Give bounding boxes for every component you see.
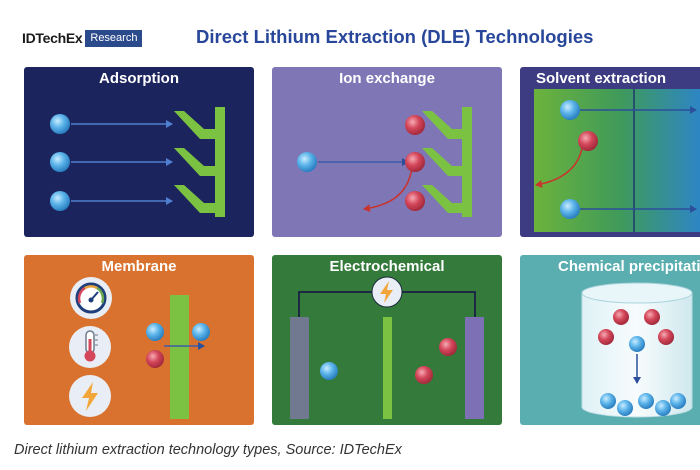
membrane [170,295,189,419]
reject-arrow [535,147,583,188]
electrode-left [290,317,309,419]
lithium-ion [560,100,580,120]
panel-label: Solvent extraction [536,70,667,87]
panel-label: Electrochemical [329,258,445,275]
panel-electrochemical: Electrochemical [272,255,502,425]
other-ion [578,131,598,151]
panel-ion-exchange: Ion exchange [272,67,502,237]
other-ion [405,152,425,172]
other-ion [405,115,425,135]
membrane-diagram [69,277,210,419]
other-ion [658,329,674,345]
lithium-ion [50,114,70,134]
other-ion [598,329,614,345]
precipitation-diagram [581,282,693,418]
precipitate [600,393,616,409]
lithium-ion [50,191,70,211]
lightning-bolt-icon [69,375,111,417]
panel-label: Membrane [101,258,177,275]
precipitate [617,400,633,416]
lithium-ion [146,323,164,341]
pressure-gauge-icon [70,277,112,319]
ion-exchange-diagram [297,107,472,217]
panel-solvent-extraction: Solvent extraction [520,67,700,237]
other-ion [644,309,660,325]
precipitate [670,393,686,409]
other-ion [613,309,629,325]
thermometer-icon [69,326,111,368]
other-ion [146,350,164,368]
logo-tag: Research [85,29,143,47]
lithium-ion [629,336,645,352]
lightning-bolt-icon [371,276,403,308]
precipitate [638,393,654,409]
lithium-ion [320,362,338,380]
flow-arrows [71,120,173,205]
lithium-ion [560,199,580,219]
precipitate [655,400,671,416]
panel-membrane: Membrane [24,255,254,425]
page-title: Direct Lithium Extraction (DLE) Technolo… [196,26,594,47]
panel-label: Chemical precipitation [558,258,700,275]
reject-arrow [363,167,413,213]
figure-caption: Direct lithium extraction technology typ… [14,442,402,458]
flow-arrows [580,106,697,213]
panel-label: Adsorption [99,70,179,87]
other-ion [439,338,457,356]
lithium-ion [50,152,70,172]
solvent-extraction-diagram [534,89,700,232]
other-ion [405,191,425,211]
adsorption-diagram [50,107,225,217]
electrochemical-diagram [290,276,484,419]
logo-name: IDTechEx [22,30,83,46]
lithium-ion [297,152,317,172]
lithium-ion [192,323,210,341]
panel-chemical-precipitation: Chemical precipitation [520,255,700,425]
adsorbent-structure [174,107,225,217]
idtechex-logo: IDTechEx Research [22,29,143,47]
panel-label: Ion exchange [339,70,435,87]
electrode-right [465,317,484,419]
other-ion [415,366,433,384]
separator-membrane [383,317,392,419]
panel-adsorption: Adsorption [24,67,254,237]
ion-exchange-structure [422,107,472,217]
